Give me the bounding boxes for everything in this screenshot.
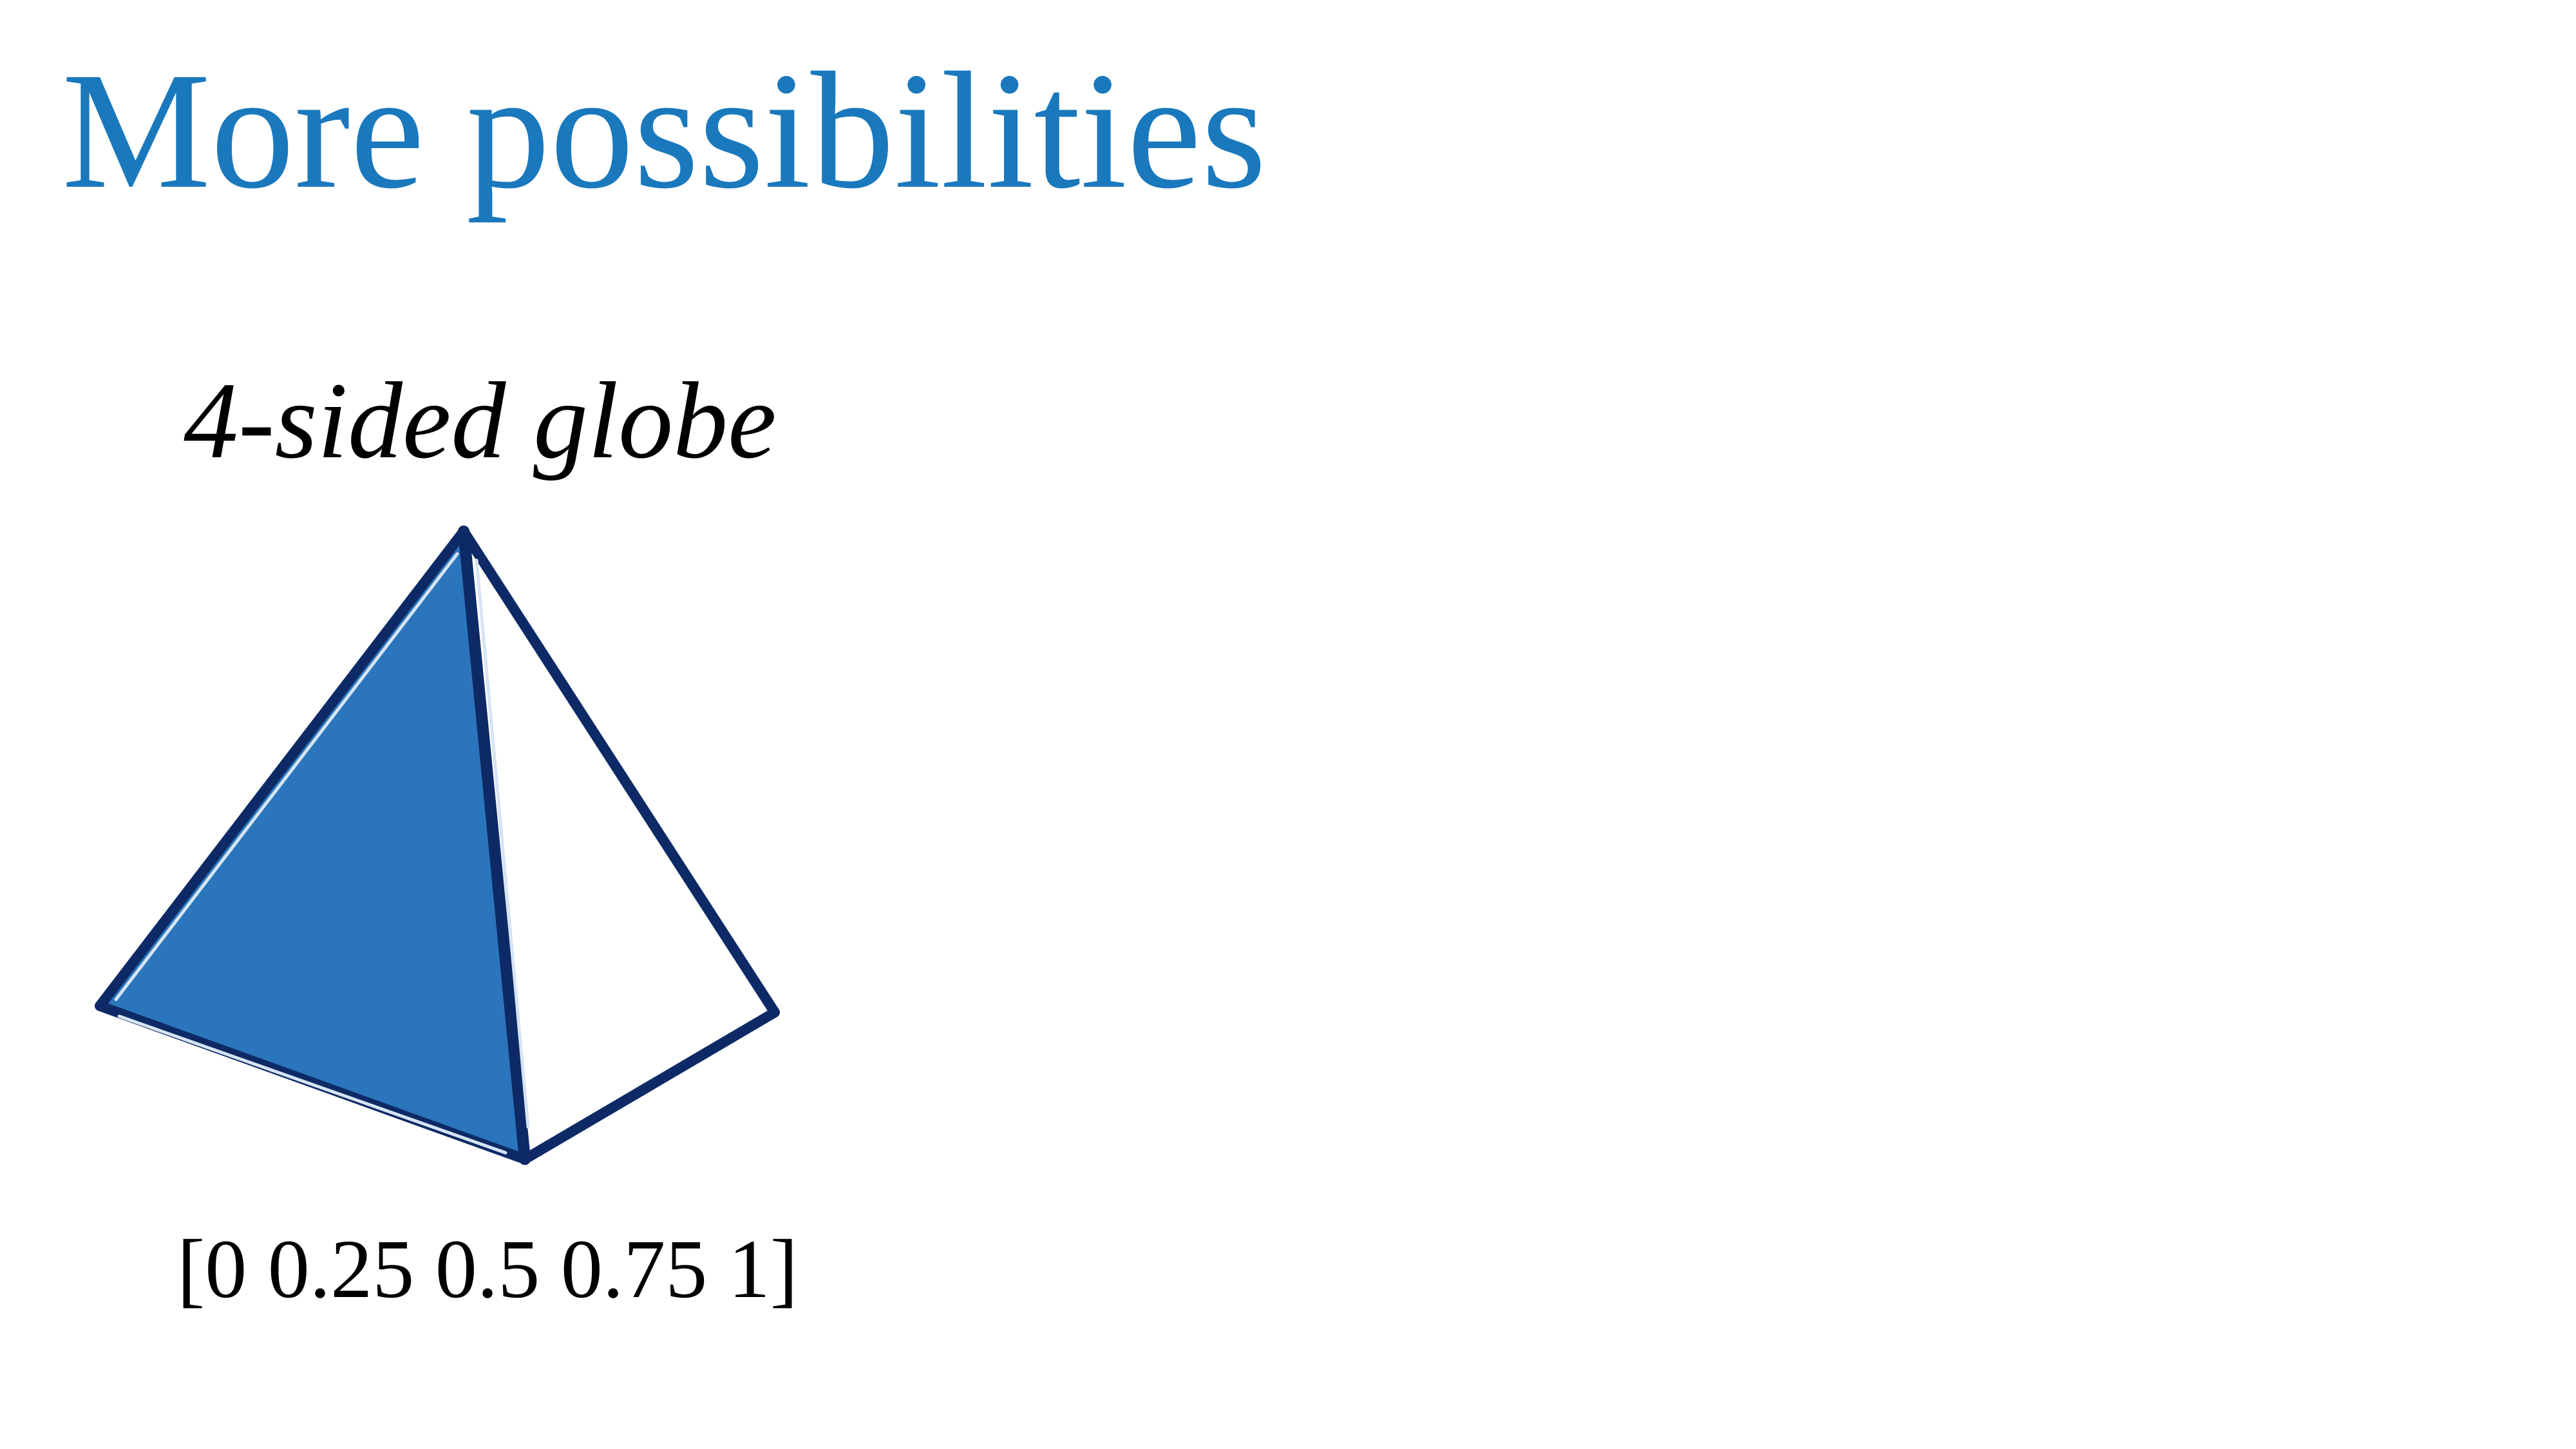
tetrahedron-shaded-face: [97, 528, 528, 1162]
value-array-label: [0 0.25 0.5 0.75 1]: [177, 1223, 799, 1316]
tetrahedron-highlights: [114, 552, 530, 1155]
figure-caption: 4-sided globe: [184, 360, 777, 481]
slide-title: More possibilities: [62, 38, 1267, 223]
tetrahedron-icon: [95, 526, 780, 1165]
